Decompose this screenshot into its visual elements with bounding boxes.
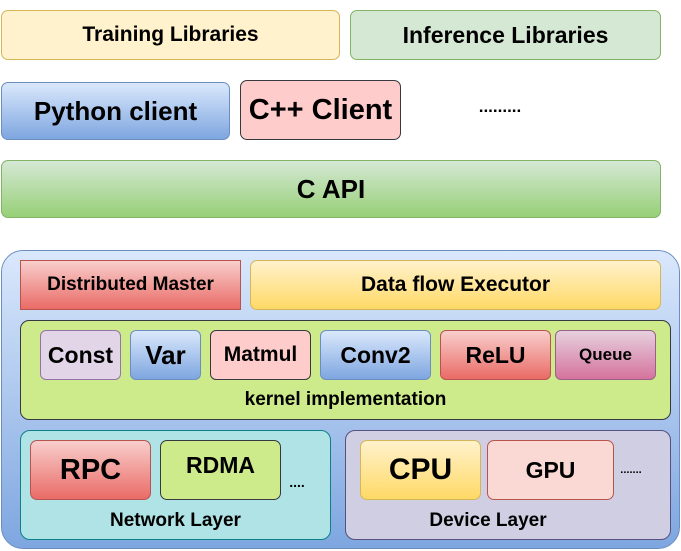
kernel-op-const: Const <box>40 330 121 380</box>
more-clients-ellipsis: ......... <box>478 97 522 116</box>
training-libraries-box: Training Libraries <box>1 10 340 60</box>
kernel-op-conv2: Conv2 <box>320 330 431 380</box>
distributed-master-box: Distributed Master <box>20 260 241 310</box>
cpu-box: CPU <box>360 440 481 500</box>
dataflow-executor-box: Data flow Executor <box>250 260 661 310</box>
kernel-op-relu: ReLU <box>440 330 551 380</box>
gpu-box: GPU <box>487 440 614 500</box>
device-layer-label: Device Layer <box>429 510 547 531</box>
c-api-box: C API <box>1 160 661 218</box>
more-network-ellipsis: .... <box>289 474 305 490</box>
inference-libraries-box: Inference Libraries <box>350 10 661 60</box>
kernel-op-queue: Queue <box>555 330 656 380</box>
cpp-client-box: C++ Client <box>240 80 401 140</box>
network-layer-label: Network Layer <box>110 510 241 531</box>
python-client-box: Python client <box>1 82 230 140</box>
kernel-op-matmul: Matmul <box>210 330 311 380</box>
rpc-box: RPC <box>30 440 151 500</box>
kernel-implementation-label: kernel implementation <box>244 389 447 410</box>
more-devices-ellipsis: ....... <box>620 464 642 476</box>
kernel-op-var: Var <box>130 330 201 380</box>
rdma-box: RDMA <box>160 440 281 500</box>
